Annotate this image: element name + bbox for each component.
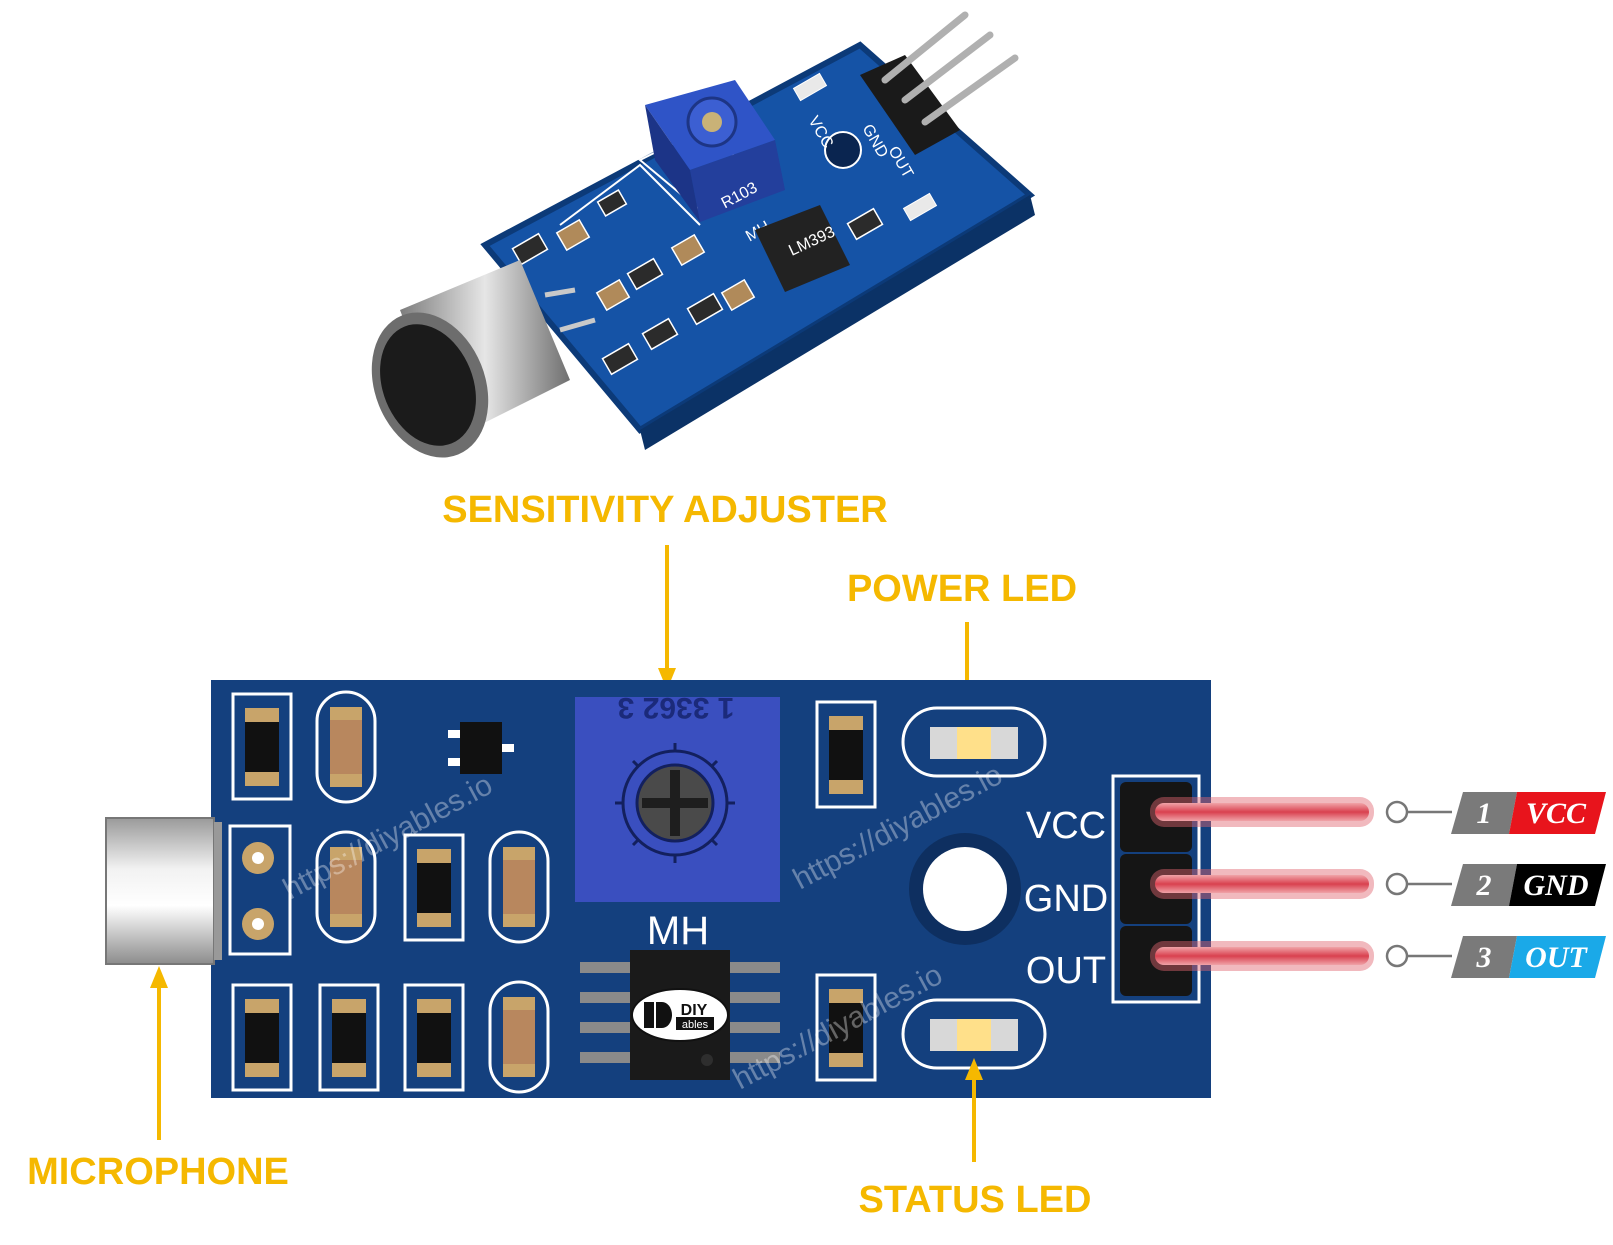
callout-arrow-sensitivity <box>658 668 676 690</box>
photo-microphone <box>371 260 596 458</box>
resistor <box>231 692 293 801</box>
resistor <box>815 700 877 809</box>
callout-microphone: MICROPHONE <box>27 1151 289 1193</box>
callout-arrow-status-led <box>965 1058 983 1080</box>
pot-marking: 1 3362 3 <box>618 691 735 724</box>
pin-tag-2-bg <box>1509 864 1606 906</box>
photo-pcb-edge <box>640 195 1035 450</box>
logo-diy: DIY <box>681 1002 708 1019</box>
board-pin-label-gnd: GND <box>1024 878 1108 920</box>
board-pin-label-vcc: VCC <box>1026 805 1106 847</box>
smd-resistors <box>231 692 877 1092</box>
pin-tag-1: 1 VCC <box>1385 792 1606 834</box>
pin-vcc[interactable] <box>1150 797 1374 827</box>
photo-smd-parts <box>511 189 884 376</box>
logo-ables: ables <box>682 1019 709 1031</box>
mounting-hole <box>909 833 1021 945</box>
pin-tag-2-number: 2 <box>1476 869 1492 902</box>
pin-out[interactable] <box>1150 941 1374 971</box>
pin-tag-3-name: OUT <box>1525 941 1588 974</box>
pin-tag-1-number: 1 <box>1477 797 1492 830</box>
callout-sensitivity-adjuster: SENSITIVITY ADJUSTER <box>442 489 888 531</box>
capacitor <box>315 690 377 804</box>
resistor <box>403 983 465 1092</box>
status-led <box>901 998 1047 1070</box>
pin-tag-3-number: 3 <box>1476 941 1492 974</box>
transistor <box>448 722 514 774</box>
pin-tag-1-name: VCC <box>1526 797 1587 830</box>
pot-gear <box>615 743 735 863</box>
capacitor <box>488 980 550 1094</box>
pin-tag-3-bg <box>1509 936 1606 978</box>
photo-mounting-hole <box>824 131 862 169</box>
mic-solder-pads <box>228 824 292 956</box>
capacitor <box>315 830 377 944</box>
diyables-logo: DIY ables <box>631 988 729 1042</box>
smd-capacitors <box>315 690 550 1094</box>
photo-comparator-ic: LM393 <box>755 205 850 292</box>
chip-label-mh: MH <box>647 909 709 953</box>
pin-tag-1-bg <box>1509 792 1606 834</box>
photo-status-led <box>902 192 938 222</box>
resistor <box>403 833 465 942</box>
resistor <box>815 973 877 1082</box>
pin-tag-3: 3 OUT <box>1385 936 1606 978</box>
callout-status-led: STATUS LED <box>859 1179 1092 1221</box>
comparator-chip: DIY ables <box>580 950 780 1080</box>
capacitor <box>488 830 550 944</box>
header-pins <box>1150 797 1374 971</box>
callout-power-led: POWER LED <box>847 568 1077 610</box>
module-photo: R103 VCC GND OUT MH LM393 <box>371 11 1036 458</box>
power-led <box>901 706 1047 778</box>
callout-arrow-microphone <box>150 966 168 988</box>
photo-power-led <box>792 72 828 102</box>
board-pin-label-out: OUT <box>1026 950 1106 992</box>
resistor <box>231 983 293 1092</box>
microphone <box>105 817 222 965</box>
resistor <box>318 983 380 1092</box>
photo-potentiometer: R103 <box>645 80 785 222</box>
pin-tag-2-name: GND <box>1524 869 1589 902</box>
photo-pin-header <box>860 11 1019 155</box>
microphone-capsule <box>105 817 215 965</box>
pin-gnd[interactable] <box>1150 869 1374 899</box>
pin-tag-2: 2 GND <box>1385 864 1606 906</box>
sensitivity-potentiometer[interactable]: 1 3362 3 <box>575 691 780 902</box>
